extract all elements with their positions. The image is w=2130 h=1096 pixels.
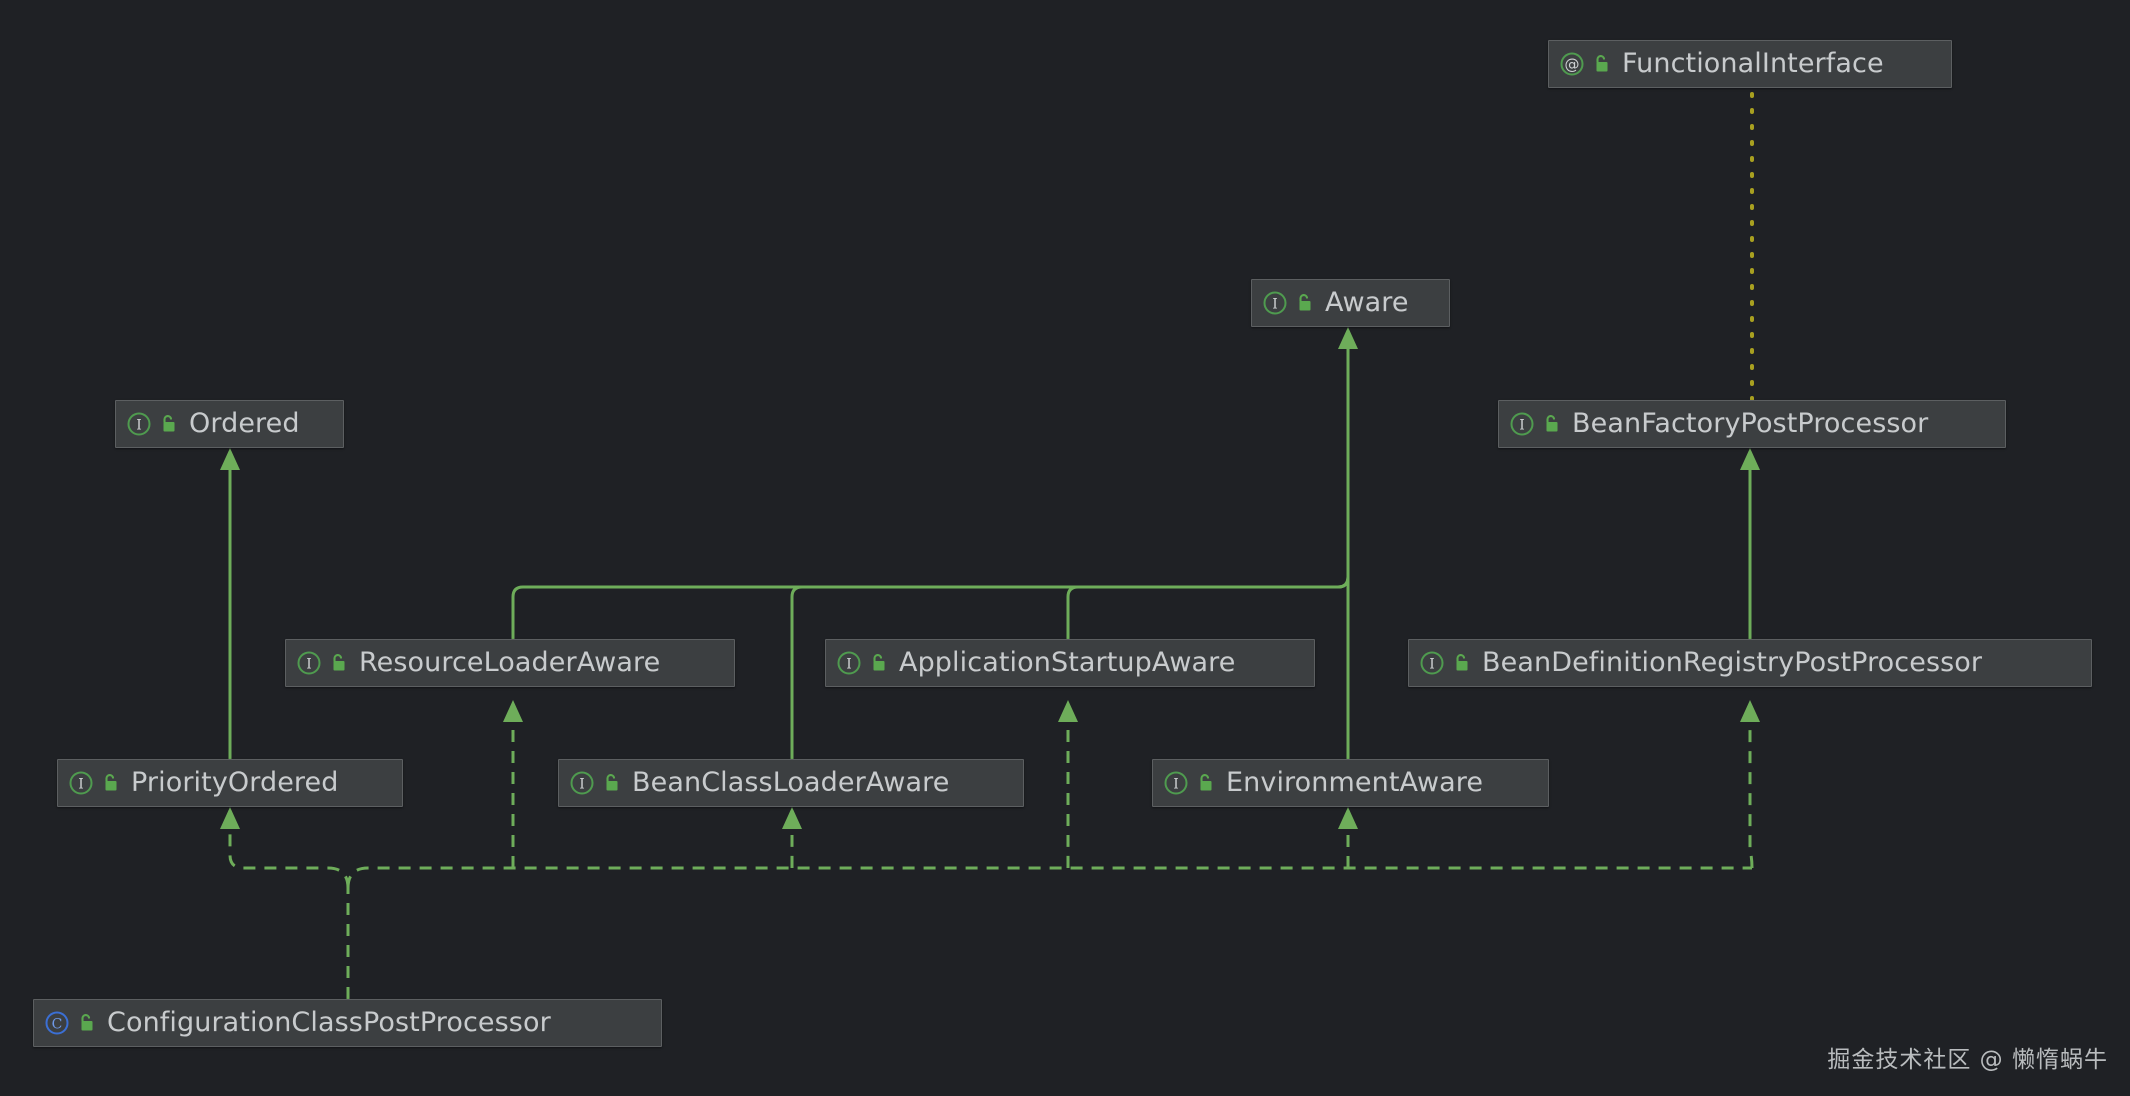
- arrowhead-bdrpp-bfpp: [1740, 448, 1760, 470]
- public-unlocked-icon: [1592, 53, 1612, 75]
- svg-text:I: I: [306, 657, 312, 673]
- public-unlocked-icon: [1542, 413, 1562, 435]
- node-configuration-class-post-processor[interactable]: C ConfigurationClassPostProcessor: [33, 999, 662, 1047]
- svg-text:@: @: [1565, 56, 1580, 74]
- node-ordered[interactable]: I Ordered: [115, 400, 344, 448]
- node-functional-interface[interactable]: @ FunctionalInterface: [1548, 40, 1952, 88]
- svg-text:I: I: [1272, 297, 1278, 313]
- node-label: Aware: [1325, 286, 1409, 318]
- arrowhead-ccpp-priorityordered: [220, 807, 240, 829]
- public-unlocked-icon: [1452, 652, 1472, 674]
- interface-icon: I: [1262, 290, 1288, 316]
- interface-icon: I: [126, 411, 152, 437]
- node-label: Ordered: [189, 407, 300, 439]
- node-application-startup-aware[interactable]: I ApplicationStartupAware: [825, 639, 1315, 687]
- node-bean-class-loader-aware[interactable]: I BeanClassLoaderAware: [558, 759, 1024, 807]
- interface-icon: I: [296, 650, 322, 676]
- interface-icon: I: [569, 770, 595, 796]
- svg-text:I: I: [1519, 418, 1525, 434]
- svg-text:I: I: [579, 777, 585, 793]
- arrowhead-ccpp-bdrpp: [1740, 700, 1760, 722]
- node-label: ResourceLoaderAware: [359, 646, 661, 678]
- node-resource-loader-aware[interactable]: I ResourceLoaderAware: [285, 639, 735, 687]
- node-label: FunctionalInterface: [1622, 47, 1884, 79]
- watermark: 掘金技术社区 @ 懒惰蜗牛: [1827, 1047, 2108, 1073]
- public-unlocked-icon: [101, 772, 121, 794]
- node-priority-ordered[interactable]: I PriorityOrdered: [57, 759, 403, 807]
- public-unlocked-icon: [1196, 772, 1216, 794]
- arrowhead-ccpp-applicationstartupaware: [1058, 700, 1078, 722]
- node-bean-factory-post-processor[interactable]: I BeanFactoryPostProcessor: [1498, 400, 2006, 448]
- edge-beanclassloaderaware-aware: [790, 347, 1350, 759]
- public-unlocked-icon: [329, 652, 349, 674]
- public-unlocked-icon: [869, 652, 889, 674]
- annotation-icon: @: [1559, 51, 1585, 77]
- svg-text:I: I: [1429, 657, 1435, 673]
- interface-icon: I: [1419, 650, 1445, 676]
- edge-ccpp-bus: [346, 866, 1752, 889]
- arrowhead-ccpp-environmentaware: [1338, 807, 1358, 829]
- svg-text:I: I: [1173, 777, 1179, 793]
- node-environment-aware[interactable]: I EnvironmentAware: [1152, 759, 1549, 807]
- node-label: ConfigurationClassPostProcessor: [107, 1006, 551, 1038]
- interface-icon: I: [1163, 770, 1189, 796]
- node-aware[interactable]: I Aware: [1251, 279, 1450, 327]
- public-unlocked-icon: [77, 1012, 97, 1034]
- edge-applicationstartupaware-aware: [1066, 347, 1350, 639]
- edge-ccpp-bdrpp: [1748, 720, 1754, 869]
- node-label: BeanDefinitionRegistryPostProcessor: [1482, 646, 1983, 678]
- class-icon: C: [44, 1010, 70, 1036]
- node-label: ApplicationStartupAware: [899, 646, 1236, 678]
- public-unlocked-icon: [1295, 292, 1315, 314]
- interface-icon: I: [836, 650, 862, 676]
- node-bean-definition-registry-post-processor[interactable]: I BeanDefinitionRegistryPostProcessor: [1408, 639, 2092, 687]
- svg-text:I: I: [136, 418, 142, 434]
- edge-resourceloaderaware-aware: [511, 347, 1350, 639]
- public-unlocked-icon: [159, 413, 179, 435]
- interface-icon: I: [68, 770, 94, 796]
- public-unlocked-icon: [602, 772, 622, 794]
- svg-text:I: I: [78, 777, 84, 793]
- arrowhead-aware: [1338, 327, 1358, 349]
- arrowhead-priorityordered-ordered: [220, 448, 240, 470]
- node-label: BeanClassLoaderAware: [632, 766, 950, 798]
- interface-icon: I: [1509, 411, 1535, 437]
- edge-ccpp-priorityordered: [228, 827, 350, 889]
- svg-text:I: I: [846, 657, 852, 673]
- arrowhead-ccpp-beanclassloaderaware: [782, 807, 802, 829]
- arrowhead-ccpp-resourceloaderaware: [503, 700, 523, 722]
- node-label: EnvironmentAware: [1226, 766, 1484, 798]
- svg-text:C: C: [52, 1017, 63, 1033]
- node-label: BeanFactoryPostProcessor: [1572, 407, 1929, 439]
- node-label: PriorityOrdered: [131, 766, 339, 798]
